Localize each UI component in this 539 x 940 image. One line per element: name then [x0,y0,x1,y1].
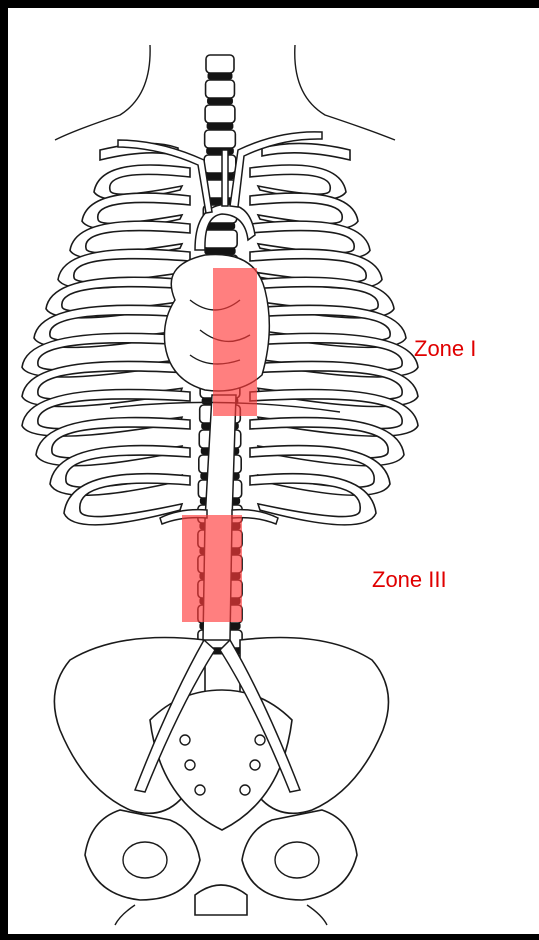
intervertebral-disc [207,148,234,154]
intervertebral-disc [205,248,235,254]
vertebra [203,230,237,248]
rib [250,446,390,496]
intervertebral-disc [208,98,233,104]
vertebra [206,80,235,98]
vertebra [204,155,236,173]
intervertebral-disc [206,173,234,179]
rib [36,418,190,466]
vertebra [205,130,236,148]
rib [250,390,418,437]
zone-1-label: Zone I [414,336,476,362]
pelvis [54,638,388,926]
zone-1-highlight [213,268,257,416]
vertebra [206,55,234,73]
intervertebral-disc [208,73,232,79]
zone-3-label: Zone III [372,567,447,593]
rib [50,446,190,496]
intervertebral-disc [205,223,234,229]
intervertebral-disc [207,123,233,129]
vertebra [205,105,235,123]
rib [250,418,404,466]
zone-3-highlight [182,515,242,622]
rib [22,390,190,437]
ribcage-right [250,165,418,525]
